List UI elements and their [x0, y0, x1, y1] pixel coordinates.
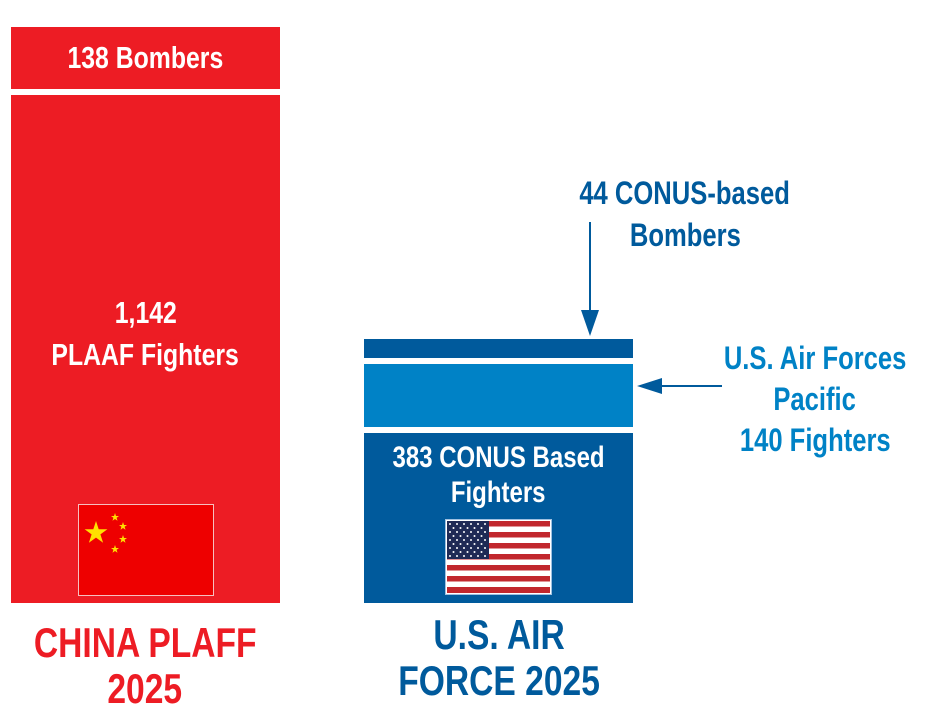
- us-flag-icon: [445, 519, 552, 595]
- flag-star: [477, 547, 479, 549]
- flag-star: [466, 527, 469, 529]
- flag-star: [477, 555, 479, 557]
- china-fighters-label: 1,142 PLAAF Fighters: [51, 295, 240, 372]
- china-title: CHINA PLAFF 2025: [33, 619, 257, 712]
- flag-star: [466, 551, 469, 553]
- flag-star: [484, 523, 486, 525]
- flag-star: [473, 535, 476, 537]
- flag-star: [473, 527, 476, 529]
- us-fighters-label: 383 CONUS Based Fighters: [392, 441, 605, 509]
- us-pacaf-fighters-bar: [364, 364, 633, 427]
- china-bombers-label: 138 Bombers: [67, 40, 224, 75]
- flag-star: [477, 523, 479, 525]
- flag-star: [449, 555, 451, 557]
- flag-star: [466, 543, 469, 545]
- flag-star: [449, 547, 451, 549]
- flag-star: [480, 551, 483, 553]
- flag-star: [484, 555, 486, 557]
- flag-star: [456, 531, 458, 533]
- flag-star: [480, 527, 483, 529]
- flag-star: [484, 547, 486, 549]
- down-arrow-icon: [581, 222, 599, 336]
- flag-star: [456, 539, 458, 541]
- left-arrow-icon: [637, 378, 722, 394]
- flag-star: [452, 551, 455, 553]
- flag-star: [473, 551, 476, 553]
- flag-star: [459, 535, 462, 537]
- flag-star: [463, 531, 465, 533]
- flag-star: [463, 555, 465, 557]
- flag-star: [466, 535, 469, 537]
- flag-star: [480, 535, 483, 537]
- flag-star: [459, 543, 462, 545]
- flag-star: [477, 531, 479, 533]
- flag-star: [470, 555, 472, 557]
- flag-star: [470, 523, 472, 525]
- flag-star: [456, 523, 458, 525]
- flag-star: [452, 543, 455, 545]
- china-bombers-bar: [11, 27, 280, 89]
- flag-star: [484, 539, 486, 541]
- flag-star: [470, 547, 472, 549]
- flag-star: [463, 547, 465, 549]
- flag-star: [463, 523, 465, 525]
- china-flag-icon: [78, 504, 214, 596]
- us-title: U.S. AIR FORCE 2025: [398, 611, 600, 704]
- flag-star: [456, 555, 458, 557]
- flag-star: [449, 523, 451, 525]
- flag-star: [463, 539, 465, 541]
- us-bombers-bar: [364, 338, 633, 359]
- flag-star: [456, 547, 458, 549]
- flag-star: [484, 531, 486, 533]
- flag-star: [477, 539, 479, 541]
- flag-star: [470, 531, 472, 533]
- flag-star: [449, 531, 451, 533]
- pacaf-annotation: U.S. Air Forces Pacific 140 Fighters: [723, 340, 907, 458]
- flag-star: [459, 551, 462, 553]
- flag-star: [452, 527, 455, 529]
- us-bombers-annotation: 44 CONUS-based Bombers: [579, 175, 791, 253]
- flag-star: [470, 539, 472, 541]
- flag-star: [480, 543, 483, 545]
- flag-star: [459, 527, 462, 529]
- flag-star: [452, 535, 455, 537]
- flag-star: [473, 543, 476, 545]
- flag-star: [449, 539, 451, 541]
